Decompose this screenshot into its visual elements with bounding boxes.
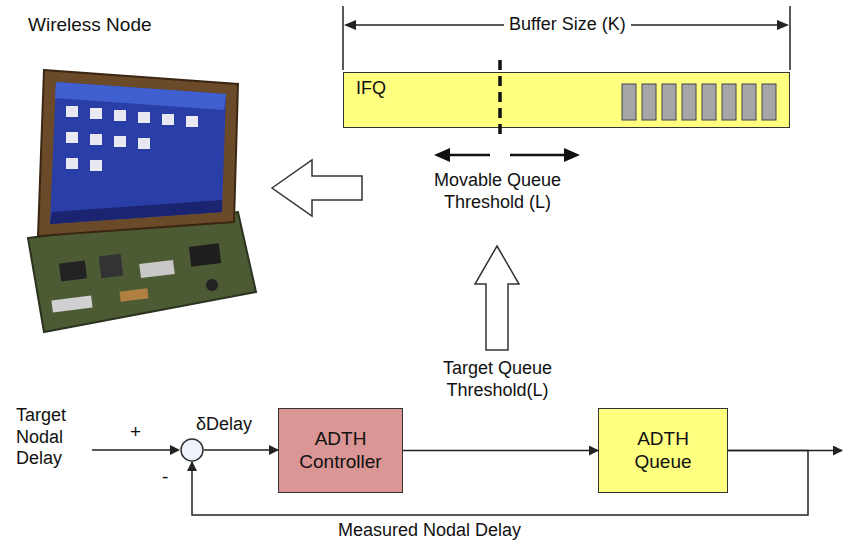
input-arrow	[92, 445, 180, 455]
junction-circle	[181, 439, 203, 461]
junction-outline	[180, 438, 204, 462]
connector-label: Measured Nodal Delay	[338, 520, 521, 542]
dimension-line	[343, 6, 790, 70]
packets	[622, 84, 776, 120]
threshold-marker	[498, 60, 502, 140]
signal-connector	[204, 449, 278, 451]
sign-label: -	[162, 466, 168, 489]
threshold-label: Target Queue Threshold(L)	[410, 358, 585, 401]
input-label: Target Nodal Delay	[16, 405, 88, 470]
box-label: ADTH Controller	[288, 428, 393, 474]
move-arrows	[434, 148, 580, 162]
controller-box: ADTH Controller	[278, 408, 403, 493]
threshold-label: Movable Queue Threshold (L)	[410, 170, 585, 213]
hollow-arrow	[272, 160, 362, 216]
signal-connector	[403, 450, 598, 452]
box-label: ADTH Queue	[623, 428, 703, 474]
queue-buffer: IFQ	[343, 72, 790, 128]
dimension-label: Buffer Size (K)	[504, 14, 631, 36]
hollow-arrow	[475, 246, 519, 350]
device-label: Wireless Node	[28, 14, 152, 37]
queue-box: ADTH Queue	[598, 408, 728, 493]
delta-label: δDelay	[196, 414, 252, 436]
device-picture	[28, 70, 256, 332]
box-label: IFQ	[356, 78, 386, 100]
sign-label: +	[130, 421, 141, 444]
output-arrow	[728, 450, 842, 452]
summing-junction	[180, 438, 204, 462]
